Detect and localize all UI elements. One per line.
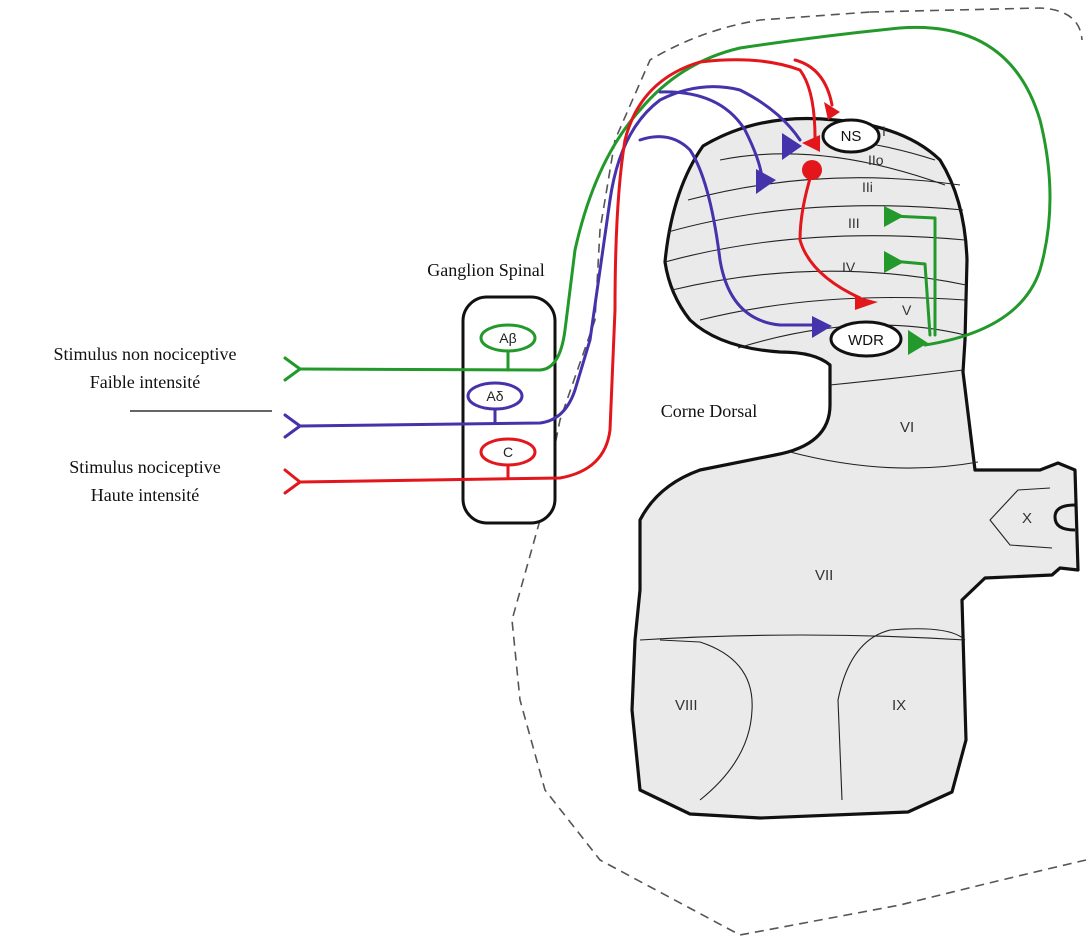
stimulus-high-line1: Stimulus nociceptive xyxy=(69,457,220,477)
lamina-vii-label: VII xyxy=(815,567,833,584)
stimulus-low-line1: Stimulus non nociceptive xyxy=(54,344,237,364)
ns-neuron-label: NS xyxy=(841,128,862,145)
stimulus-low-line2: Faible intensité xyxy=(90,372,200,392)
c-fiber-label: C xyxy=(503,444,513,460)
lamina-iv-label: IV xyxy=(842,259,856,275)
lamina-v-label: V xyxy=(902,302,912,318)
lamina-vi-label: VI xyxy=(900,419,914,436)
stimulus-high-line2: Haute intensité xyxy=(91,485,199,505)
lamina-iii-inner-label: IIi xyxy=(862,179,873,195)
lamina-viii-label: VIII xyxy=(675,697,698,714)
wdr-neuron-label: WDR xyxy=(848,332,884,349)
a-beta-label: Aβ xyxy=(499,330,516,346)
ganglion-label: Ganglion Spinal xyxy=(427,260,545,280)
a-delta-label: Aδ xyxy=(486,388,503,404)
lamina-x-label: X xyxy=(1022,510,1032,527)
lamina-ix-label: IX xyxy=(892,697,906,714)
lamina-iio-label: IIo xyxy=(868,152,884,168)
dorsal-horn-label: Corne Dorsal xyxy=(661,401,757,421)
lamina-iii-label: III xyxy=(848,215,860,231)
lamina-i-label: I xyxy=(882,123,886,139)
